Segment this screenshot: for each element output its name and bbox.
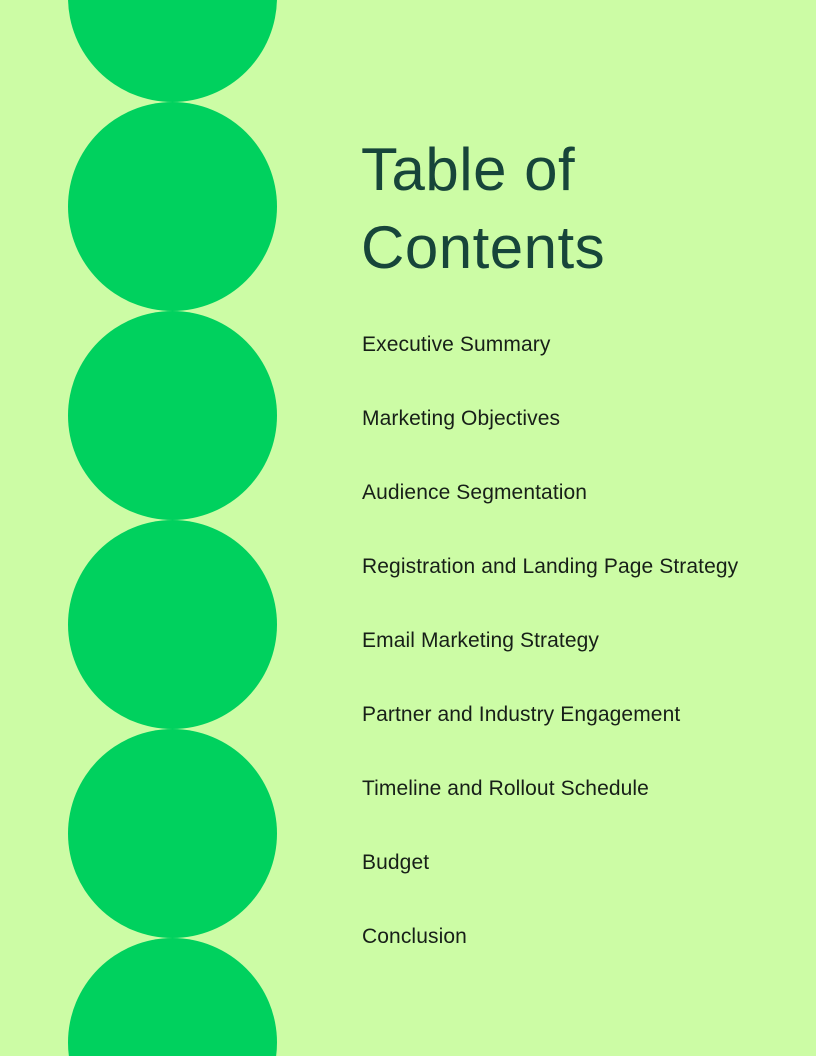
toc-item: Audience Segmentation xyxy=(362,481,588,504)
page-title-line-1: Table of xyxy=(361,136,576,203)
decorative-circle xyxy=(68,520,277,729)
decorative-circle xyxy=(68,102,277,311)
toc-list: Executive Summary Marketing Objectives A… xyxy=(362,308,738,974)
toc-item: Marketing Objectives xyxy=(362,407,561,430)
decorative-circle xyxy=(68,938,277,1056)
page-title: Table of Contents xyxy=(361,131,605,287)
toc-item: Budget xyxy=(362,851,430,874)
decorative-circle xyxy=(68,311,277,520)
decorative-circle xyxy=(68,729,277,938)
toc-item: Registration and Landing Page Strategy xyxy=(362,555,739,578)
toc-item: Timeline and Rollout Schedule xyxy=(362,777,649,800)
toc-item: Conclusion xyxy=(362,925,467,948)
toc-item: Email Marketing Strategy xyxy=(362,629,599,652)
toc-item: Partner and Industry Engagement xyxy=(362,703,681,726)
decorative-circle xyxy=(68,0,277,102)
page-title-line-2: Contents xyxy=(361,214,606,281)
toc-item: Executive Summary xyxy=(362,333,551,356)
